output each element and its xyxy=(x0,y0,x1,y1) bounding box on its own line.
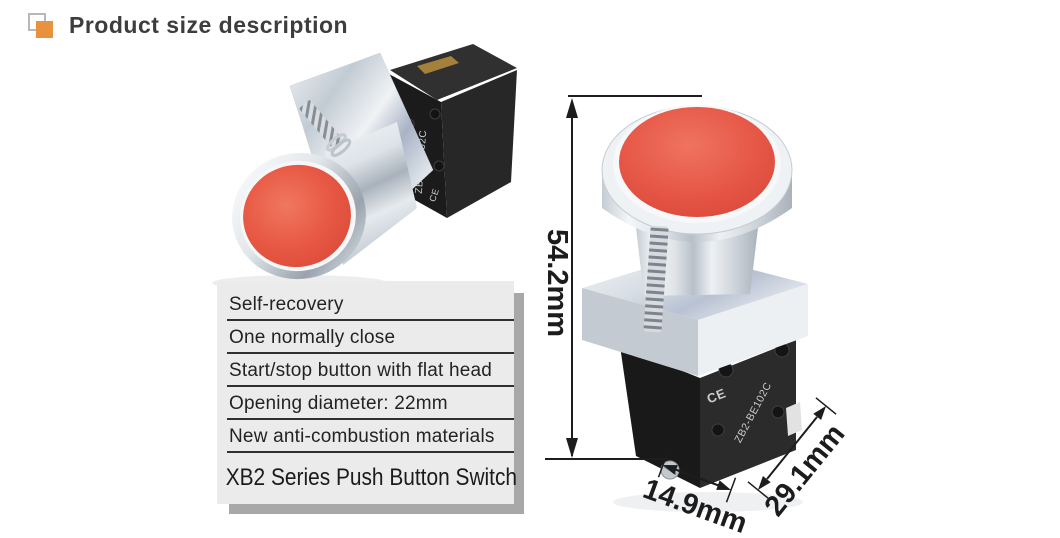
contact-block-front: CE ZB2-BE102C xyxy=(620,340,802,488)
series-title: XB2 Series Push Button Switch xyxy=(225,464,518,491)
feature-list: Self-recovery One normally close Start/s… xyxy=(217,281,518,504)
feature-item-3: Start/stop button with flat head xyxy=(227,354,514,387)
feature-item-5: New anti-combustion materials xyxy=(227,420,514,453)
arrow-left-icon xyxy=(663,465,678,475)
feature-item-4: Opening diameter: 22mm xyxy=(227,387,514,420)
overlapping-squares-icon xyxy=(28,12,55,39)
width-dim-line xyxy=(766,416,818,480)
red-button-face-side xyxy=(243,164,351,268)
arrow-downleft-icon xyxy=(758,476,771,490)
product-photo-side-view: ZB2-BE102C CE xyxy=(212,44,517,291)
depth-dim-line xyxy=(673,468,721,487)
feature-item-1: Self-recovery xyxy=(227,288,514,321)
photo-shadow xyxy=(613,492,803,512)
product-photo-front-view-with-dimensions: CE ZB2-BE102C 54.2mm xyxy=(541,95,851,538)
ce-mark-front: CE xyxy=(705,385,728,406)
push-button-front xyxy=(601,105,793,242)
height-dim-label: 54.2mm xyxy=(541,229,573,337)
height-dimension: 54.2mm xyxy=(541,95,702,460)
section-header: Product size description xyxy=(28,12,348,39)
push-button-side xyxy=(232,152,366,280)
ce-mark-side: CE xyxy=(427,187,441,203)
mounting-screw-front xyxy=(643,225,669,333)
mounting-screw-side xyxy=(299,100,352,157)
red-button-face-front xyxy=(619,107,775,217)
arrow-up-icon xyxy=(566,98,578,118)
feature-item-2: One normally close xyxy=(227,321,514,354)
arrow-upright-icon xyxy=(813,406,826,420)
arrow-right-icon xyxy=(716,480,731,490)
page-title: Product size description xyxy=(69,12,349,38)
arrow-down-icon xyxy=(566,438,578,458)
orange-square xyxy=(36,21,53,38)
